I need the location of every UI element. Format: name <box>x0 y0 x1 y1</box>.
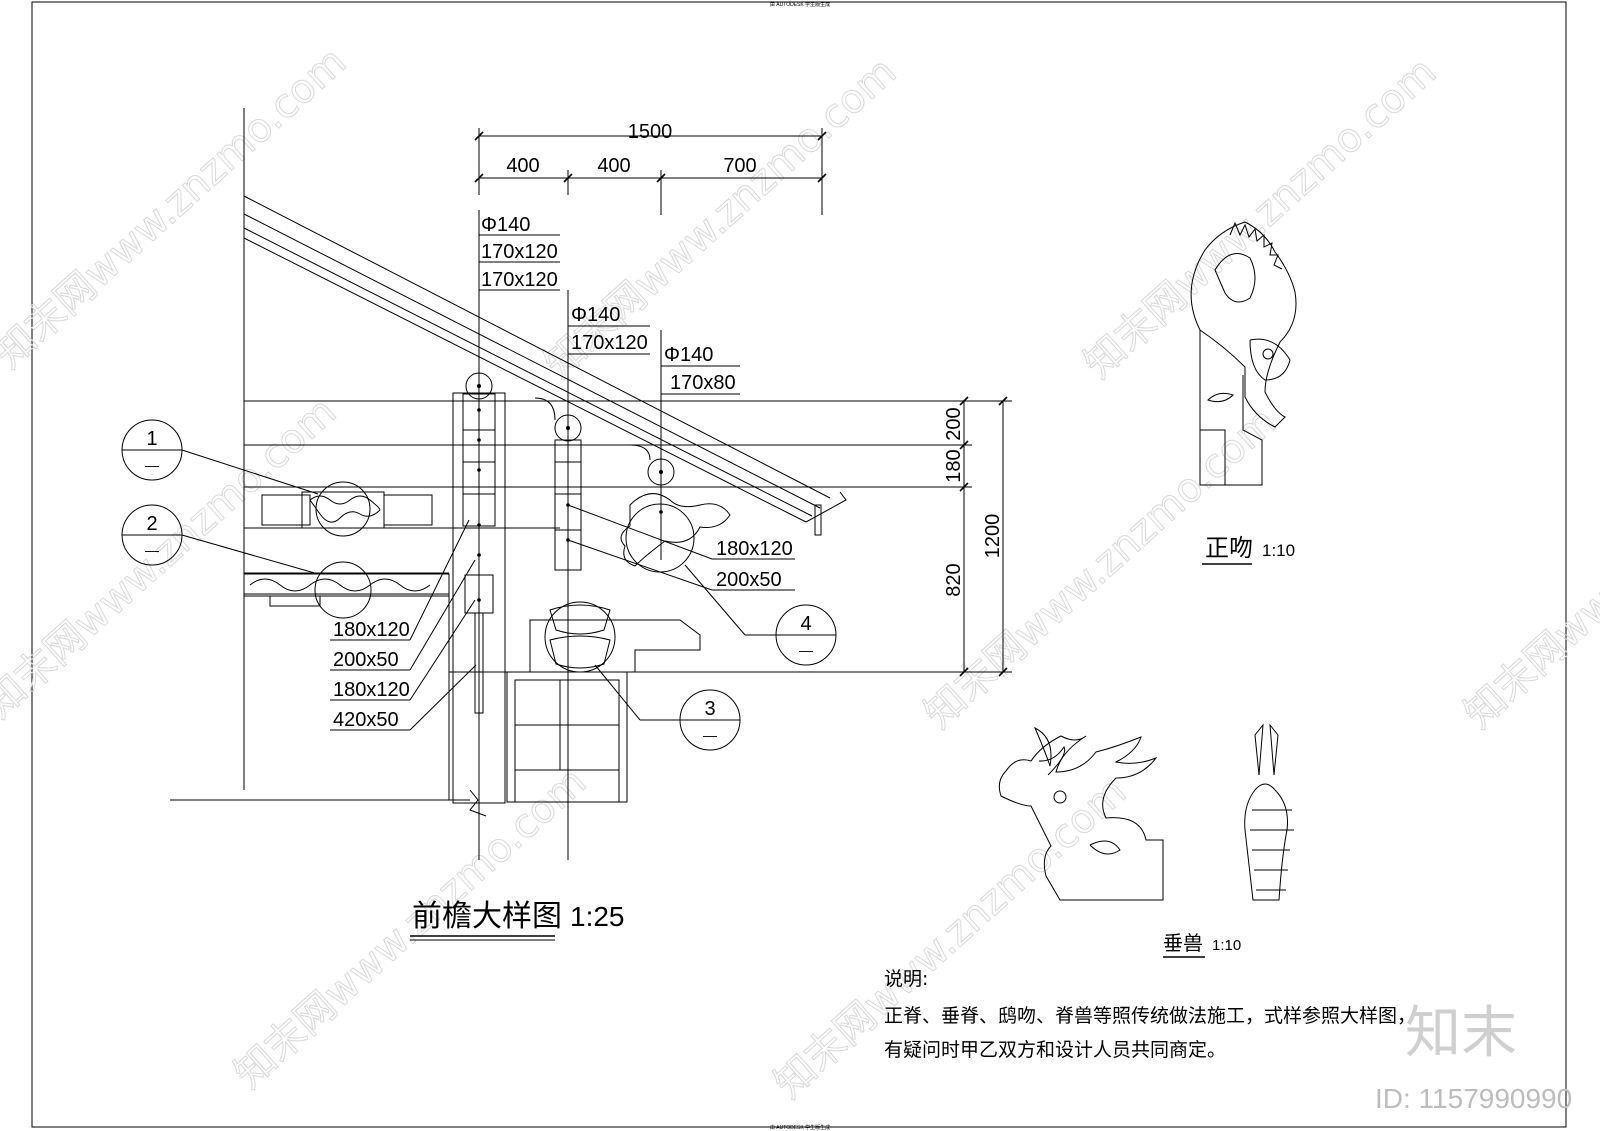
dim-right-a: 200 <box>943 407 965 440</box>
bottom-stamp: 由 AUTODESK 学生版生成 <box>770 1124 830 1131</box>
callout-1: 1 — <box>121 419 319 495</box>
zhengwen-scale: 1:10 <box>1262 541 1295 560</box>
callout-1-num: 1 <box>146 428 157 450</box>
right-label-1: 180x120 <box>716 538 793 560</box>
zhengwen-title: 正吻 <box>1205 534 1253 562</box>
col1-label-3: 170x120 <box>481 269 558 291</box>
chuishou-scale: 1:10 <box>1212 937 1241 954</box>
zhengwen-ornament: 正吻 1:10 <box>1190 221 1297 565</box>
main-title: 前檐大样图 <box>412 899 562 934</box>
col3-label-2: 170x80 <box>670 372 736 394</box>
left-label-2: 200x50 <box>333 649 399 671</box>
dim-right-total: 1200 <box>982 514 1004 559</box>
dim-total-top: 1500 <box>628 121 673 143</box>
dim-right-b: 180 <box>943 449 965 482</box>
notes-line-1: 正脊、垂脊、鸱吻、脊兽等照传统做法施工，式样参照大样图， <box>884 1005 1416 1027</box>
watermark-id: ID: 1157990990 <box>1375 1083 1572 1114</box>
front-eave-detail: 1500 400 400 700 200 180 820 1200 Φ140 1… <box>121 108 1012 941</box>
callout-2-sub: — <box>145 542 159 558</box>
callout-1-sub: — <box>145 457 159 473</box>
dim-seg3: 700 <box>723 155 756 177</box>
watermark-text-4: 知末网www.znzmo.com <box>0 389 345 728</box>
callout-2: 2 — <box>121 504 319 575</box>
watermark-text-3: 知末网www.znzmo.com <box>1076 49 1445 388</box>
callout-3-num: 3 <box>704 698 715 720</box>
notes-block: 说明: 正脊、垂脊、鸱吻、脊兽等照传统做法施工，式样参照大样图， 有疑问时甲乙双… <box>884 968 1416 1061</box>
watermark-layer: 知末网www.znzmo.com 知末网www.znzmo.com 知末网www… <box>0 38 1600 1108</box>
callout-4: 4 — <box>684 564 837 666</box>
col1-label-1: Φ140 <box>481 214 530 236</box>
callout-3-sub: — <box>703 727 717 743</box>
callout-2-num: 2 <box>146 513 157 535</box>
chuishou-title: 垂兽 <box>1163 931 1203 955</box>
col2-label-1: Φ140 <box>571 304 620 326</box>
notes-line-2: 有疑问时甲乙双方和设计人员共同商定。 <box>884 1039 1226 1061</box>
callout-4-num: 4 <box>800 613 811 635</box>
watermark-text-1: 知末网www.znzmo.com <box>0 39 355 378</box>
dim-seg1: 400 <box>506 155 539 177</box>
top-stamp: 由 AUTODESK 学生版生成 <box>770 1 830 8</box>
dim-right-c: 820 <box>943 563 965 596</box>
dim-seg2: 400 <box>597 155 630 177</box>
col3-label-1: Φ140 <box>664 344 713 366</box>
chuishou-ornament: 垂兽 1:10 <box>998 723 1294 958</box>
left-label-4: 420x50 <box>333 709 399 731</box>
sheet-border <box>31 1 1567 1128</box>
right-label-2: 200x50 <box>716 569 782 591</box>
watermark-text-5: 知末网www.znzmo.com <box>916 399 1285 738</box>
col2-label-2: 170x120 <box>571 332 648 354</box>
notes-heading: 说明: <box>884 968 928 990</box>
callout-4-sub: — <box>799 642 813 658</box>
watermark-text-6: 知末网www.znzmo.com <box>1456 399 1600 738</box>
watermark-logo: 知末 <box>1405 1001 1517 1066</box>
left-label-3: 180x120 <box>333 679 410 701</box>
main-scale: 1:25 <box>570 901 625 932</box>
callout-3: 3 — <box>594 664 741 751</box>
left-label-1: 180x120 <box>333 619 410 641</box>
col1-label-2: 170x120 <box>481 241 558 263</box>
